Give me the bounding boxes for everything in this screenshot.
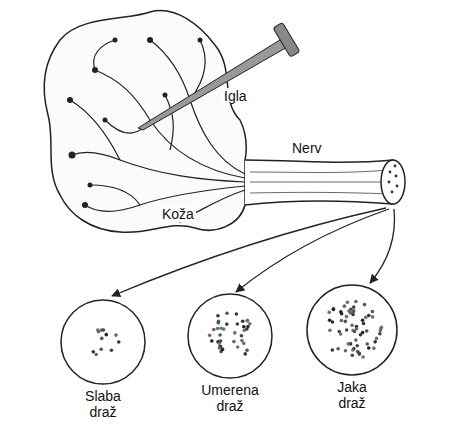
part-label: Igla: [222, 88, 249, 104]
stimulus-circle: Jaka draž: [305, 283, 399, 411]
nerve-section-circle: [305, 283, 399, 377]
nerve-section-dots: [388, 165, 399, 194]
stimulus-circle: Umerena draž: [186, 292, 274, 414]
nerve-fibres: [70, 40, 245, 220]
stimulus-label: Slaba draž: [78, 388, 128, 420]
nerve-endings: [67, 37, 203, 223]
needle: [138, 22, 300, 130]
stimulus-label: Jaka draž: [327, 379, 377, 411]
nerve-cross-section: [381, 160, 405, 204]
nerve-lines: [250, 170, 390, 194]
nerve-bundle: [245, 160, 393, 205]
stimulus-label: Umerena draž: [195, 382, 265, 414]
skin-patch: [44, 11, 246, 233]
arrows: [112, 208, 395, 296]
part-label: Nerv: [290, 140, 324, 156]
nerve-section-circle: [186, 292, 274, 380]
stimulus-circle: Slaba draž: [59, 298, 147, 420]
part-label: Koža: [160, 206, 196, 222]
nerve-section-circle: [59, 298, 147, 386]
